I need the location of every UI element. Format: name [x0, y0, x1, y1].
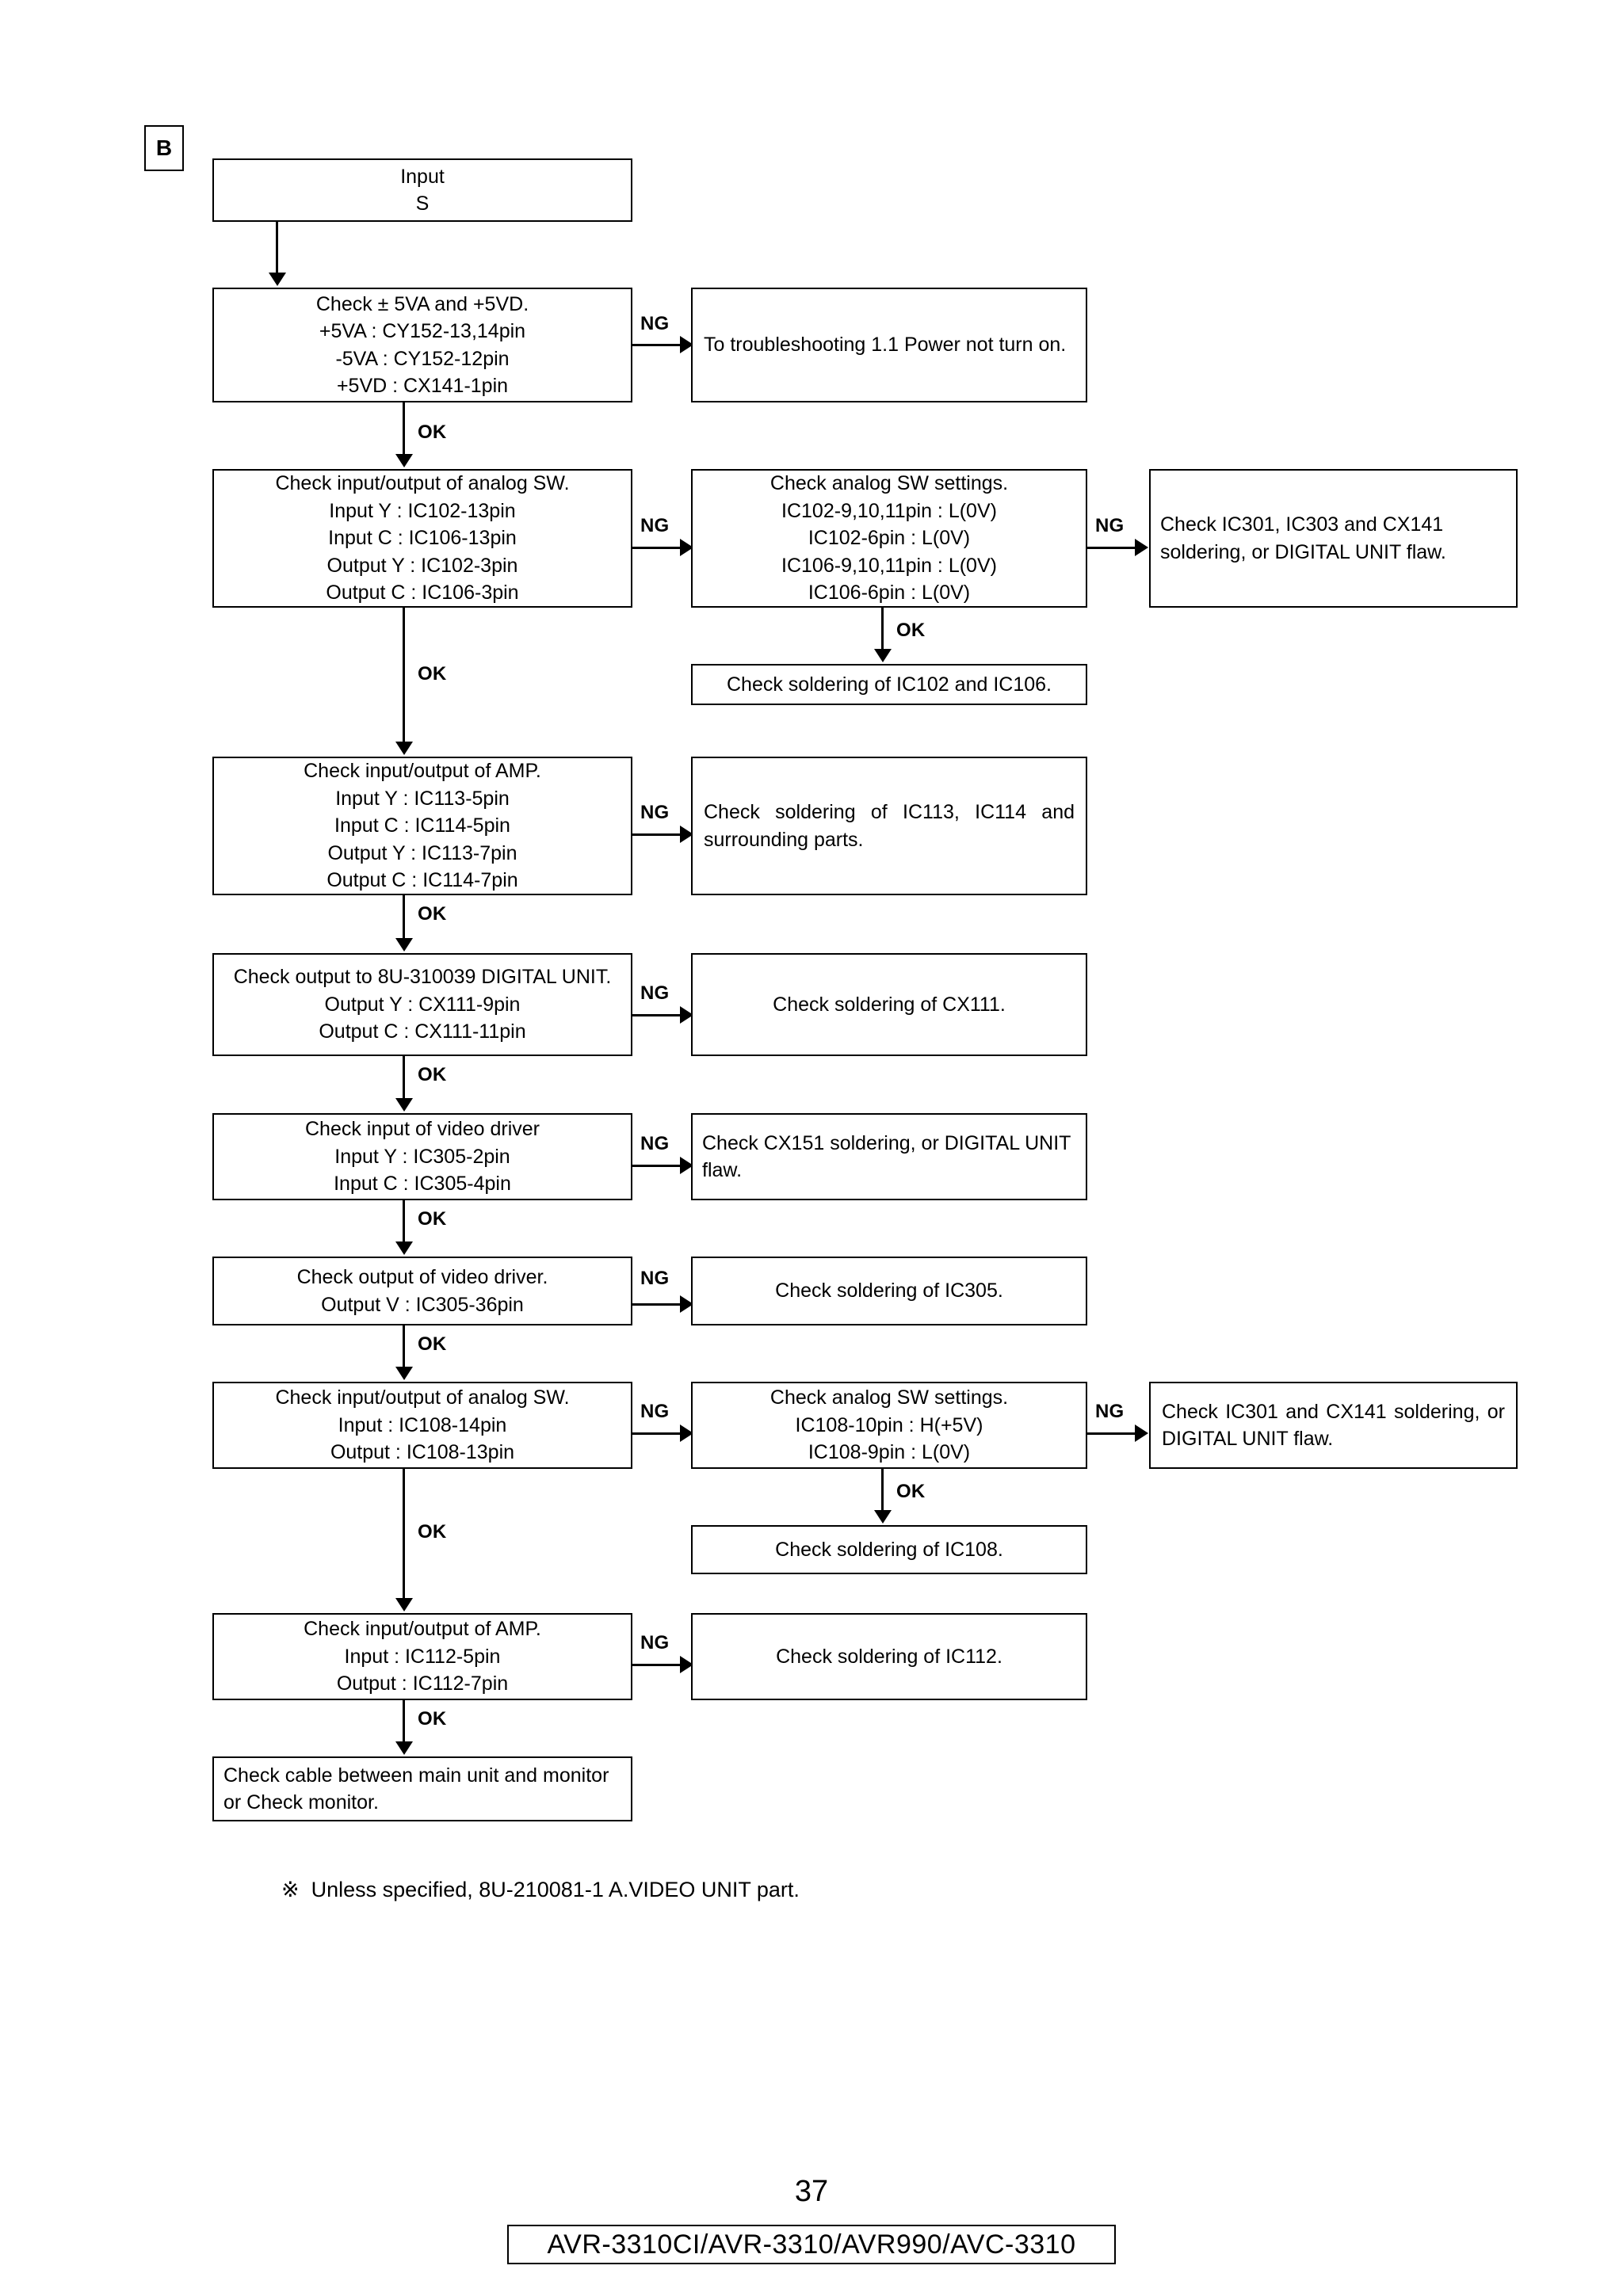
connector-input-to-power [276, 222, 278, 275]
arrowhead-right [680, 1157, 693, 1174]
connector-amp-2-ok [403, 1700, 405, 1744]
edge-label-ng: NG [640, 1268, 670, 1289]
arrowhead-down [874, 649, 892, 662]
edge-label-ng: NG [640, 313, 670, 334]
connector-video-out-ok [403, 1325, 405, 1369]
model-list-bar: AVR-3310CI/AVR-3310/AVR990/AVC-3310 [507, 2225, 1116, 2264]
footnote-text: ※ Unless specified, 8U-210081-1 A.VIDEO … [281, 1878, 800, 1901]
arrowhead-right [680, 336, 693, 353]
edge-label-ng: NG [640, 1401, 670, 1422]
edge-label-ok: OK [418, 1708, 447, 1730]
arrowhead-right [680, 1656, 693, 1673]
connector-amp-2-ng [632, 1664, 685, 1666]
connector-settings-2-ng [1087, 1432, 1140, 1435]
connector-analog-sw-2-ok [403, 1469, 405, 1600]
edge-label-ng: NG [1095, 515, 1125, 536]
connector-power-ng [632, 344, 685, 346]
edge-label-ng: NG [640, 1133, 670, 1154]
edge-label-ng: NG [640, 1632, 670, 1653]
box-check-ic301-ic303-cx141: Check IC301, IC303 and CX141 soldering, … [1149, 469, 1518, 608]
box-analog-sw-1: Check input/output of analog SW. Input Y… [212, 469, 632, 608]
box-check-power: Check ± 5VA and +5VD. +5VA : CY152-13,14… [212, 288, 632, 402]
box-check-ic301-cx141: Check IC301 and CX141 soldering, or DIGI… [1149, 1382, 1518, 1469]
connector-amp-1-ok [403, 895, 405, 940]
arrowhead-right [680, 539, 693, 556]
box-video-driver-output: Check output of video driver. Output V :… [212, 1257, 632, 1325]
connector-digital-unit-ok [403, 1056, 405, 1100]
arrowhead-down [395, 454, 413, 467]
arrowhead-right [680, 1295, 693, 1313]
connector-analog-sw-1-ng [632, 547, 685, 549]
box-analog-sw-settings-1: Check analog SW settings. IC102-9,10,11p… [691, 469, 1087, 608]
box-amp-2: Check input/output of AMP. Input : IC112… [212, 1613, 632, 1700]
connector-digital-unit-ng [632, 1014, 685, 1016]
box-analog-sw-settings-2: Check analog SW settings. IC108-10pin : … [691, 1382, 1087, 1469]
arrowhead-right [680, 1425, 693, 1442]
arrowhead-right [680, 1006, 693, 1024]
arrowhead-down [395, 742, 413, 755]
connector-video-out-ng [632, 1303, 685, 1306]
box-power-not-turn-on: To troubleshooting 1.1 Power not turn on… [691, 288, 1087, 402]
box-solder-cx111: Check soldering of CX111. [691, 953, 1087, 1056]
arrowhead-down [395, 1241, 413, 1255]
arrowhead-down [395, 1098, 413, 1112]
connector-analog-sw-1-ok [403, 608, 405, 744]
arrowhead-down [395, 1367, 413, 1380]
box-solder-ic112: Check soldering of IC112. [691, 1613, 1087, 1700]
arrowhead-down [395, 938, 413, 952]
connector-analog-sw-2-ng [632, 1432, 685, 1435]
connector-settings-1-ok [881, 608, 884, 651]
edge-label-ok: OK [896, 1481, 926, 1502]
box-amp-1: Check input/output of AMP. Input Y : IC1… [212, 757, 632, 895]
edge-label-ok: OK [418, 663, 447, 685]
arrowhead-down [874, 1510, 892, 1524]
arrowhead-right [1135, 1425, 1148, 1442]
arrowhead-right [680, 826, 693, 843]
edge-label-ok: OK [418, 1333, 447, 1355]
arrowhead-down [395, 1741, 413, 1755]
box-solder-ic113-ic114: Check soldering of IC113, IC114 and surr… [691, 757, 1087, 895]
box-solder-ic108: Check soldering of IC108. [691, 1525, 1087, 1574]
edge-label-ok: OK [418, 421, 447, 443]
box-check-cx151-soldering: Check CX151 soldering, or DIGITAL UNIT f… [691, 1113, 1087, 1200]
edge-label-ok: OK [418, 1064, 447, 1085]
box-check-cable: Check cable between main unit and monito… [212, 1756, 632, 1821]
edge-label-ok: OK [418, 1208, 447, 1230]
box-input-s: Input S [212, 158, 632, 222]
connector-video-in-ng [632, 1165, 685, 1167]
edge-label-ng: NG [640, 982, 670, 1004]
edge-label-ok: OK [418, 903, 447, 925]
edge-label-ng: NG [640, 515, 670, 536]
box-video-driver-input: Check input of video driver Input Y : IC… [212, 1113, 632, 1200]
connector-amp-1-ng [632, 833, 685, 836]
box-solder-ic305: Check soldering of IC305. [691, 1257, 1087, 1325]
edge-label-ok: OK [896, 620, 926, 641]
connector-power-ok [403, 402, 405, 456]
edge-label-ng: NG [1095, 1401, 1125, 1422]
section-marker-b: B [144, 125, 184, 171]
box-analog-sw-2: Check input/output of analog SW. Input :… [212, 1382, 632, 1469]
edge-label-ok: OK [418, 1521, 447, 1543]
connector-settings-2-ok [881, 1469, 884, 1512]
connector-video-in-ok [403, 1200, 405, 1244]
arrowhead-down [269, 273, 286, 286]
box-solder-ic102-ic106: Check soldering of IC102 and IC106. [691, 664, 1087, 705]
box-digital-unit-output: Check output to 8U-310039 DIGITAL UNIT. … [212, 953, 632, 1056]
page-number: 37 [794, 2175, 829, 2208]
arrowhead-down [395, 1598, 413, 1611]
edge-label-ng: NG [640, 802, 670, 823]
arrowhead-right [1135, 539, 1148, 556]
connector-settings-1-ng [1087, 547, 1140, 549]
